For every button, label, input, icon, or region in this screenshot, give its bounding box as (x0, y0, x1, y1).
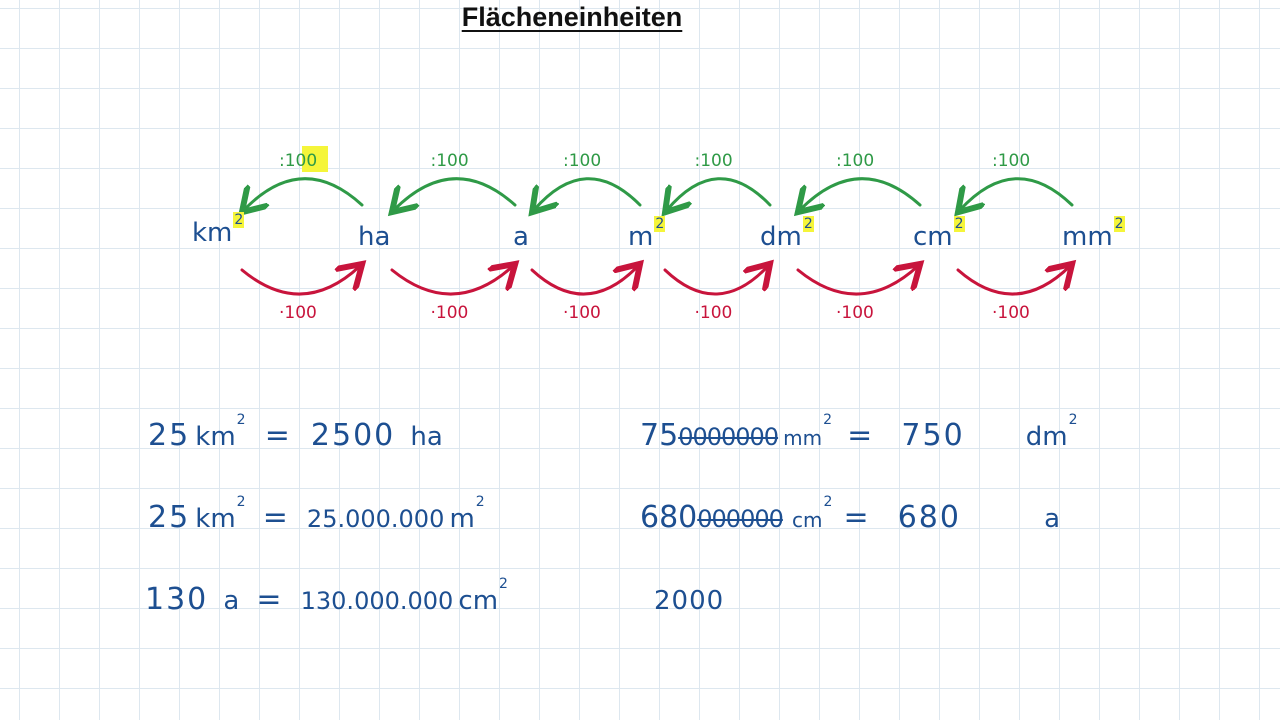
multiply-arrow (956, 266, 1070, 296)
multiply-arrow (530, 266, 638, 296)
label-highlight (302, 146, 328, 172)
example-left-1: 25 km2 = 2500 ha (148, 412, 443, 453)
divide-arrow (960, 177, 1074, 210)
example-left-3: 130 a = 130.000.000 cm2 (145, 576, 508, 617)
divide-label: :100 (279, 151, 317, 171)
divide-label: :100 (563, 151, 601, 171)
multiply-arrow (663, 266, 768, 296)
divide-label: :100 (992, 151, 1030, 171)
multiply-arrow (240, 266, 360, 296)
unit-conversion-chain: :100 ·100 :100 ·100 :100 ·100 :100 ·100 :100 ·100… (0, 146, 1280, 323)
divide-label: :100 (836, 151, 874, 171)
divide-arrow (667, 177, 772, 210)
page-title: Flächeneinheiten (461, 2, 683, 32)
multiply-label: ·100 (992, 303, 1030, 323)
example-right-2: 680000000 cm2 = 680 a (640, 494, 1061, 535)
example-right-3: 2000 (654, 586, 725, 616)
divide-arrow (244, 177, 364, 210)
divide-arrow (534, 177, 642, 210)
multiply-label: ·100 (836, 303, 874, 323)
multiply-label: ·100 (563, 303, 601, 323)
example-left-2: 25 km2 = 25.000.000 m2 (148, 494, 485, 535)
example-right-1: 750000000 mm2 = 750 dm2 (640, 412, 1078, 453)
multiply-label: ·100 (431, 303, 469, 323)
chain-unit-a: a (513, 222, 529, 252)
divide-arrow (394, 177, 517, 210)
multiply-label: ·100 (279, 303, 317, 323)
divide-label: :100 (695, 151, 733, 171)
multiply-label: ·100 (695, 303, 733, 323)
chain-unit-ha: ha (358, 222, 391, 252)
multiply-arrow (796, 266, 918, 296)
multiply-arrow (390, 266, 513, 296)
divide-arrow (800, 177, 922, 210)
divide-label: :100 (431, 151, 469, 171)
